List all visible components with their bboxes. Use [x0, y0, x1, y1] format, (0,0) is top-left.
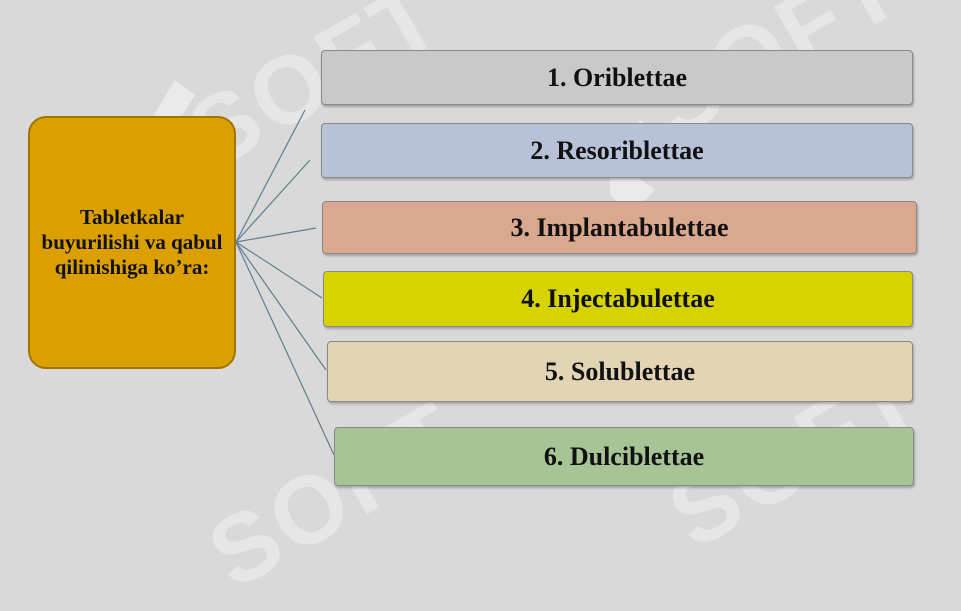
item-box-solublettae: 5. Solublettae	[327, 341, 913, 402]
item-label: 3. Implantabulettae	[510, 212, 729, 242]
source-box: Tabletkalar buyurilishi va qabul qilinis…	[28, 116, 236, 369]
item-box-dulciblettae: 6. Dulciblettae	[334, 427, 914, 486]
connector-lines	[235, 109, 335, 456]
item-label: 6. Dulciblettae	[543, 441, 705, 471]
connector-line	[235, 227, 317, 243]
connector-line	[235, 241, 327, 371]
source-label: Tabletkalar buyurilishi va qabul qilinis…	[41, 205, 223, 279]
connector-line	[235, 159, 311, 243]
item-label: 2. Resoriblettae	[530, 135, 704, 165]
item-box-injectabulettae: 4. Injectabulettae	[323, 271, 913, 327]
item-box-implantabulettae: 3. Implantabulettae	[322, 201, 917, 254]
connector-line	[235, 109, 306, 243]
item-box-resoriblettae: 2. Resoriblettae	[321, 123, 913, 178]
connector-line	[235, 241, 335, 456]
slide: SOFT SOFT SOFT SOFT Tabletkalar buyurili…	[28, 0, 940, 609]
item-label: 4. Injectabulettae	[521, 284, 715, 313]
item-label: 5. Solublettae	[544, 356, 696, 386]
connector-line	[235, 241, 323, 299]
item-box-oriblettae: 1. Oriblettae	[321, 50, 913, 105]
item-label: 1. Oriblettae	[546, 62, 688, 92]
